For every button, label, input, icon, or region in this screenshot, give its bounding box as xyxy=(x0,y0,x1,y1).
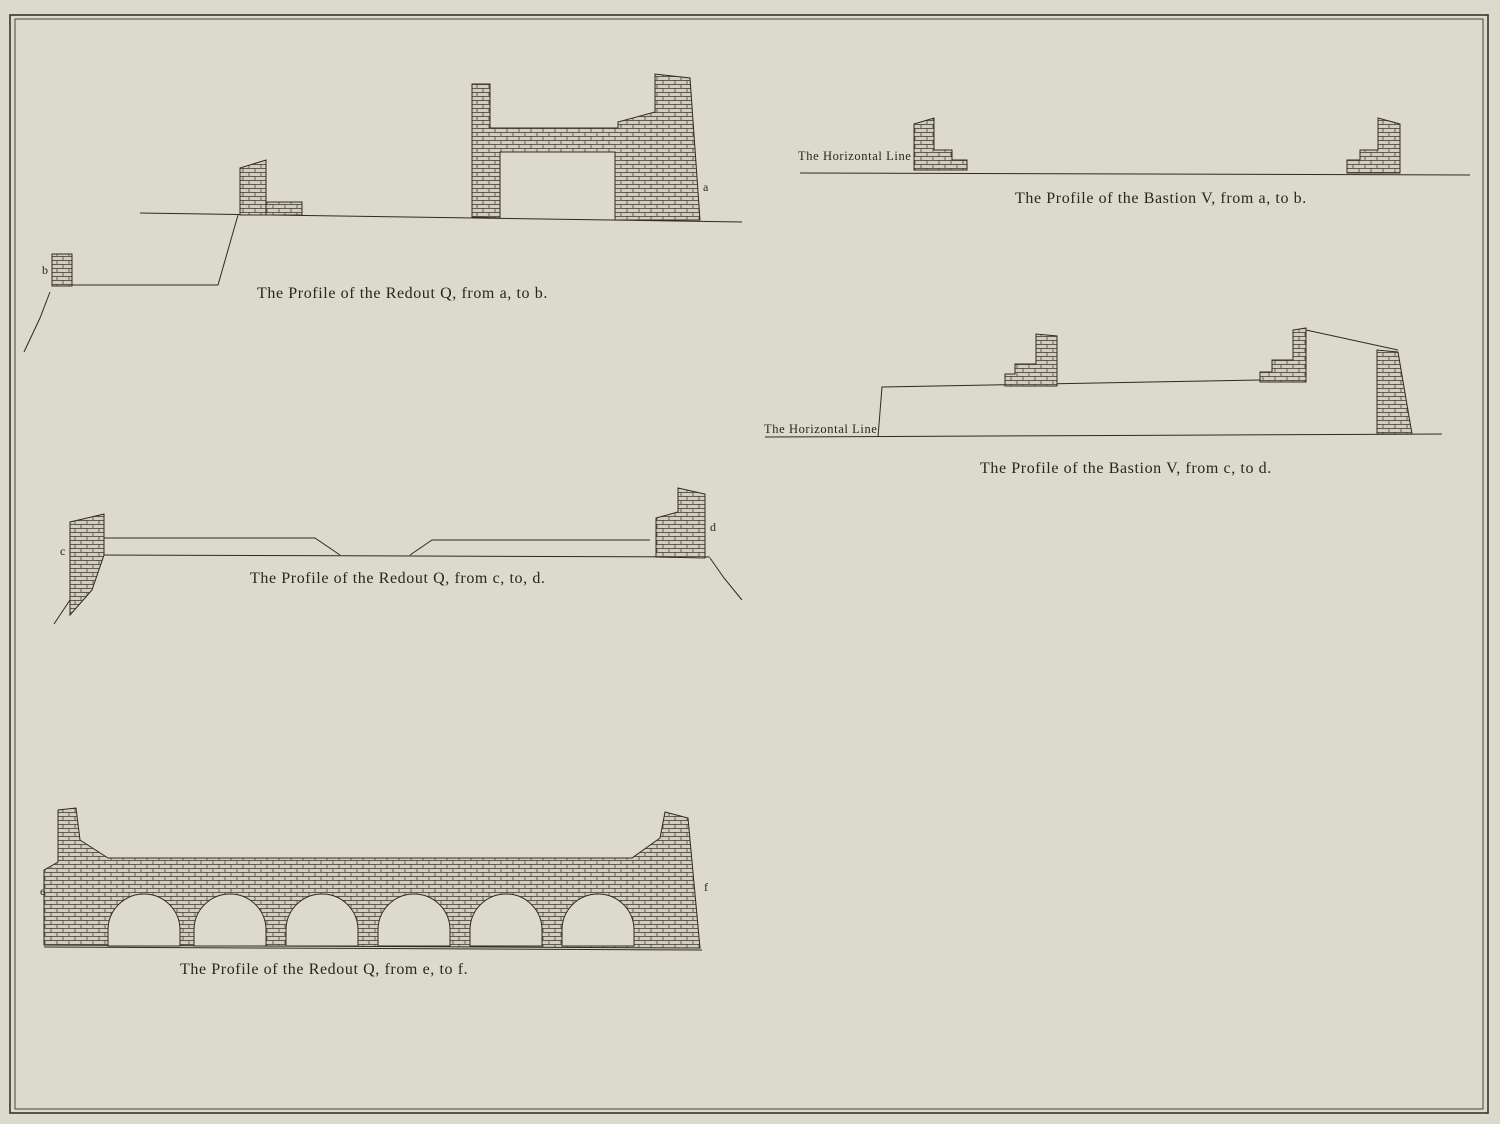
caption-bastion-v-cd: The Profile of the Bastion V, from c, to… xyxy=(980,460,1272,477)
point-label-e: e xyxy=(40,884,46,898)
caption-redout-q-cd: The Profile of the Redout Q, from c, to,… xyxy=(250,570,546,587)
redout-q-ab-profile xyxy=(23,73,743,353)
redout-q-cd-profile xyxy=(53,487,743,625)
caption-redout-q-ab: The Profile of the Redout Q, from a, to … xyxy=(257,285,548,302)
caption-bastion-v-ab: The Profile of the Bastion V, from a, to… xyxy=(1015,190,1307,207)
point-label-a: a xyxy=(703,180,709,194)
point-label-d: d xyxy=(710,520,716,534)
redout-q-ef-profile xyxy=(43,807,703,951)
point-label-c: c xyxy=(60,544,66,558)
bastion-v-ab-profile xyxy=(799,117,1471,176)
caption-redout-q-ef: The Profile of the Redout Q, from e, to … xyxy=(180,961,469,978)
point-label-f: f xyxy=(704,880,708,894)
outer-border xyxy=(9,14,1489,1114)
horizontal-line-label: The Horizontal Line xyxy=(764,422,878,436)
inner-border xyxy=(14,18,1484,1110)
point-label-b: b xyxy=(42,263,48,277)
horizontal-line-label: The Horizontal Line xyxy=(798,149,912,163)
bastion-v-cd-profile xyxy=(764,327,1443,438)
